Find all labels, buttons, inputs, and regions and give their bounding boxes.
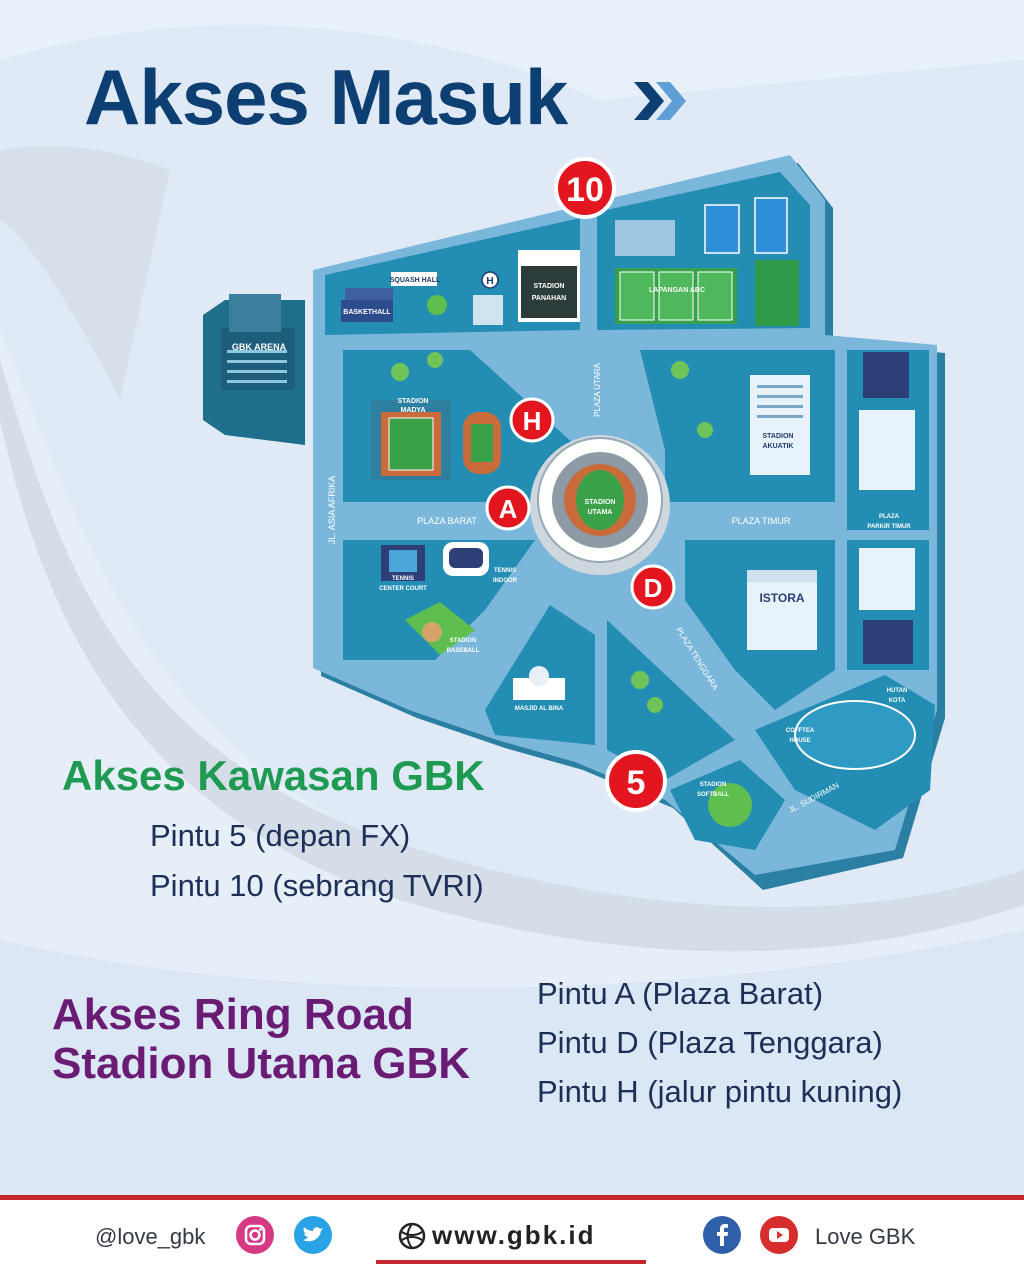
website-underline — [376, 1260, 646, 1264]
ringroad-item: Pintu A (Plaza Barat) — [537, 976, 824, 1011]
twitter-icon[interactable] — [294, 1216, 332, 1254]
gbk-arena: GBK ARENA — [203, 294, 305, 445]
svg-text:H: H — [486, 276, 493, 287]
footer: @love_gbk www.gbk.id Love GBK — [0, 1195, 1024, 1280]
label-basketball: BASKETHALL — [343, 309, 391, 316]
label-gbk-arena: GBK ARENA — [232, 342, 287, 352]
label-plaza-timur: PLAZA TIMUR — [732, 516, 791, 526]
gbk-area-map: GBK ARENA BASKETHALL SQUASH HALL H STADI… — [203, 155, 945, 890]
svg-text:D: D — [644, 573, 663, 603]
social-handle: @love_gbk — [95, 1224, 206, 1249]
label-stadion-akuatik-1: STADION — [763, 433, 794, 440]
ringroad-heading-line2: Stadion Utama GBK — [52, 1039, 471, 1088]
gate-marker-d: D — [630, 564, 676, 610]
label-hutan-kota-1: HUTAN — [887, 688, 908, 694]
label-stadion-utama-1: STADION — [585, 499, 616, 506]
facebook-icon[interactable] — [703, 1216, 741, 1254]
label-tennis-center-2: CENTER COURT — [379, 586, 427, 592]
kawasan-item: Pintu 5 (depan FX) — [150, 818, 411, 853]
globe-icon — [398, 1222, 426, 1250]
label-plaza-utara: PLAZA UTARA — [593, 363, 602, 417]
youtube-icon[interactable] — [760, 1216, 798, 1254]
svg-text:H: H — [523, 406, 542, 436]
website-link[interactable]: www.gbk.id — [432, 1220, 596, 1250]
stadion-utama: STADION UTAMA — [530, 435, 670, 575]
svg-text:5: 5 — [627, 764, 646, 802]
label-masjid: MASJID AL BINA — [515, 706, 564, 712]
ringroad-heading-line1: Akses Ring Road — [52, 990, 414, 1039]
label-tennis-center-1: TENNIS — [392, 576, 414, 582]
brand-name: Love GBK — [815, 1224, 916, 1249]
label-tennis-indoor-1: TENNIS — [494, 568, 516, 574]
label-squash-hall: SQUASH HALL — [390, 277, 441, 284]
label-stadion-akuatik-2: AKUATIK — [763, 443, 794, 450]
svg-text:10: 10 — [566, 171, 604, 209]
label-stadion-panahan-2: PANAHAN — [532, 295, 566, 302]
page-title: Akses Masuk — [84, 53, 568, 141]
label-plaza-parkir-timur-2: PARKIR TIMUR — [867, 524, 911, 530]
label-stadion-madya-1: STADION — [398, 398, 429, 405]
gate-marker-h: H — [509, 397, 555, 443]
ringroad-heading: Akses Ring Road Stadion Utama GBK — [52, 990, 470, 1088]
gate-marker-a: A — [485, 485, 531, 531]
svg-text:A: A — [499, 494, 518, 524]
label-stadion-baseball-1: STADION — [450, 638, 477, 644]
label-istora: ISTORA — [759, 591, 804, 605]
label-stadion-softball-1: STADION — [700, 782, 727, 788]
kawasan-item: Pintu 10 (sebrang TVRI) — [150, 868, 484, 903]
label-hutan-kota-2: KOTA — [889, 698, 906, 704]
label-cofftea-2: HOUSE — [789, 738, 810, 744]
label-stadion-softball-2: SOFTBALL — [697, 792, 729, 798]
label-stadion-panahan-1: STADION — [534, 283, 565, 290]
gate-marker-5: 5 — [605, 750, 667, 812]
label-jl-asia-afrika: JL. ASIA AFRIKA — [327, 476, 337, 545]
kawasan-heading: Akses Kawasan GBK — [62, 752, 485, 799]
ringroad-item: Pintu H (jalur pintu kuning) — [537, 1074, 903, 1109]
instagram-icon[interactable] — [236, 1216, 274, 1254]
label-stadion-baseball-2: BASEBALL — [447, 648, 480, 654]
label-lapangan-abc: LAPANGAN ABC — [649, 287, 705, 294]
label-stadion-madya-2: MADYA — [400, 407, 425, 414]
label-tennis-indoor-2: INDOOR — [493, 578, 518, 584]
ringroad-item: Pintu D (Plaza Tenggara) — [537, 1025, 883, 1060]
label-cofftea-1: COFFTEA — [786, 728, 815, 734]
gate-marker-10: 10 — [554, 157, 616, 219]
double-chevron-right-icon — [634, 82, 686, 120]
label-plaza-parkir-timur-1: PLAZA — [879, 514, 900, 520]
label-stadion-utama-2: UTAMA — [588, 509, 613, 516]
label-plaza-barat: PLAZA BARAT — [417, 516, 477, 526]
